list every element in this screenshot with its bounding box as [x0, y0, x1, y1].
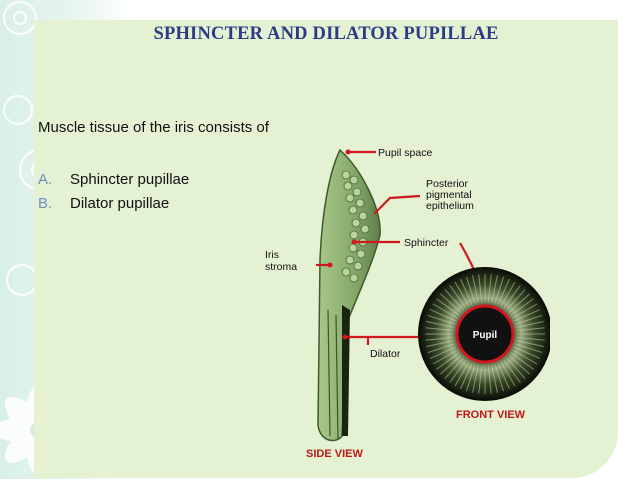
- iris-ray: [427, 314, 455, 325]
- iris-ray: [514, 346, 541, 359]
- list-marker: B.: [38, 195, 53, 212]
- iris-ray: [478, 365, 483, 394]
- iris-ray: [508, 355, 530, 375]
- iris-ray: [444, 289, 464, 311]
- iris-ray: [478, 274, 483, 303]
- label-iris-line1: Iris: [265, 249, 279, 261]
- iris-ray: [512, 349, 538, 365]
- iris-ray: [440, 355, 462, 375]
- iris-ray: [516, 336, 545, 341]
- label-pupil-space: Pupil space: [378, 147, 432, 159]
- intro-text: Muscle tissue of the iris consists of: [38, 119, 269, 136]
- iris-ray: [432, 303, 458, 319]
- caption-front-view: FRONT VIEW: [456, 409, 526, 421]
- iris-ray: [494, 364, 505, 392]
- iris-ray: [425, 327, 454, 332]
- list-item-text: Sphincter pupillae: [70, 171, 190, 188]
- iris-ray: [512, 303, 538, 319]
- iris-ray: [429, 346, 456, 359]
- iris-ray: [503, 359, 521, 383]
- label-posterior-line1: Posterior: [426, 178, 469, 190]
- iris-ray: [503, 285, 521, 309]
- iris-ray: [429, 309, 456, 322]
- iris-ray: [426, 340, 454, 347]
- iris-ray: [454, 281, 470, 307]
- iris-ray: [472, 275, 479, 303]
- iris-ray: [497, 278, 510, 305]
- iris-ray: [500, 361, 516, 387]
- label-posterior-line2: pigmental: [426, 189, 472, 201]
- iris-ray: [491, 365, 498, 393]
- iris-ray: [510, 352, 534, 370]
- label-iris-line2: stroma: [265, 261, 297, 273]
- iris-ray: [497, 363, 510, 390]
- list-item: B. Dilator pupillae: [38, 192, 189, 216]
- iris-ray: [465, 276, 476, 304]
- iris-ray: [516, 321, 544, 328]
- iris-ray: [449, 285, 467, 309]
- label-pupil: Pupil: [473, 330, 498, 341]
- muscle-list: A. Sphincter pupillae B. Dilator pupillae: [38, 168, 189, 216]
- iris-ray: [449, 359, 467, 383]
- iris-ray: [514, 309, 541, 322]
- label-dilator: Dilator: [370, 348, 401, 360]
- iris-ray: [491, 275, 498, 303]
- list-item-text: Dilator pupillae: [70, 195, 170, 212]
- iris-ray: [444, 357, 464, 379]
- iris-ray: [436, 352, 460, 370]
- iris-ray: [516, 340, 544, 347]
- list-marker: A.: [38, 171, 53, 188]
- iris-ray: [440, 293, 462, 313]
- list-item: A. Sphincter pupillae: [38, 168, 189, 192]
- iris-ray: [494, 276, 505, 304]
- iris-ray: [506, 289, 526, 311]
- iris-ray: [426, 321, 454, 328]
- iris-ray: [487, 365, 492, 394]
- iris-ray: [454, 361, 470, 387]
- iris-ray: [500, 281, 516, 307]
- iris-ray: [508, 293, 530, 313]
- iris-ray: [487, 274, 492, 303]
- iris-ray: [460, 363, 473, 390]
- iris-ray: [425, 336, 454, 341]
- iris-ray: [432, 349, 458, 365]
- iris-side-view: [317, 148, 381, 442]
- iris-front-view: Pupil: [418, 267, 550, 401]
- iris-ray: [472, 365, 479, 393]
- caption-side-view: SIDE VIEW: [306, 448, 363, 460]
- iris-ray: [436, 298, 460, 316]
- iris-ray: [506, 357, 526, 379]
- iris-ray: [510, 298, 534, 316]
- iris-ray: [515, 314, 543, 325]
- iris-ray: [427, 343, 455, 354]
- slide-title: SPHINCTER AND DILATOR PUPILLAE: [153, 24, 499, 44]
- iris-ray: [460, 278, 473, 305]
- iris-muscle-diagram: Pupil space Posterior pigmental epitheli…: [265, 147, 550, 460]
- label-sphincter: Sphincter: [404, 237, 449, 249]
- iris-ray: [516, 327, 545, 332]
- label-posterior-line3: epithelium: [426, 200, 474, 212]
- iris-ray: [515, 343, 543, 354]
- iris-ray: [465, 364, 476, 392]
